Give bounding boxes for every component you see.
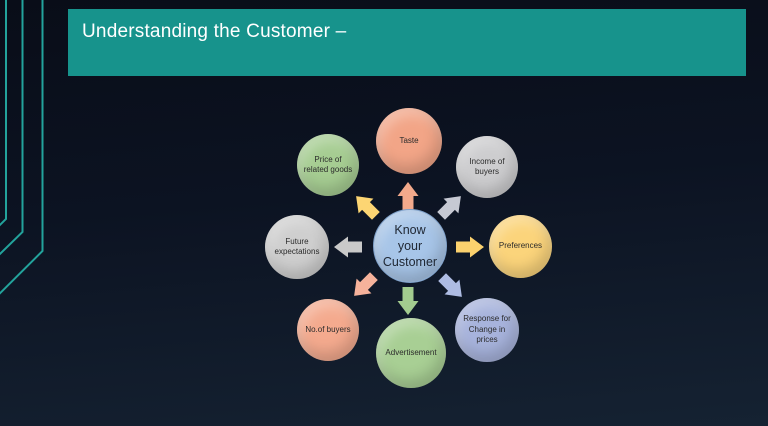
arrow-shape [438,273,462,297]
node-preferences: Preferences [489,215,552,278]
arrow-shape [456,236,484,258]
arrow-to-response-change-prices [438,273,462,297]
slide-title: Understanding the Customer – [82,21,347,42]
node-future-expectations: Future expectations [265,215,329,279]
arrow-shape [354,272,378,296]
title-bar: Understanding the Customer – [68,9,746,76]
arrow-to-income-of-buyers [437,196,461,220]
arrow-shape [334,236,362,258]
node-price-related-goods: Price of related goods [297,134,359,196]
arrow-to-advertisement [397,287,419,315]
node-income-of-buyers: Income of buyers [456,136,518,198]
arrow-to-no-of-buyers [354,272,378,296]
arrow-shape [356,196,380,220]
node-taste: Taste [376,108,442,174]
arrow-to-taste [397,182,419,210]
arrow-shape [397,287,419,315]
accent-lines-decoration [0,0,44,295]
accent-line-1 [0,0,7,227]
arrow-shape [397,182,419,210]
accent-line-2 [0,0,24,256]
accent-line-3 [0,0,44,295]
node-response-change-prices: Response for Change in prices [455,298,519,362]
arrow-to-future-expectations [334,236,362,258]
arrow-to-price-related-goods [356,196,380,220]
hub-know-your-customer: Know your Customer [373,209,447,283]
arrow-shape [437,196,461,220]
node-no-of-buyers: No.of buyers [297,299,359,361]
node-advertisement: Advertisement [376,318,446,388]
arrow-to-preferences [456,236,484,258]
